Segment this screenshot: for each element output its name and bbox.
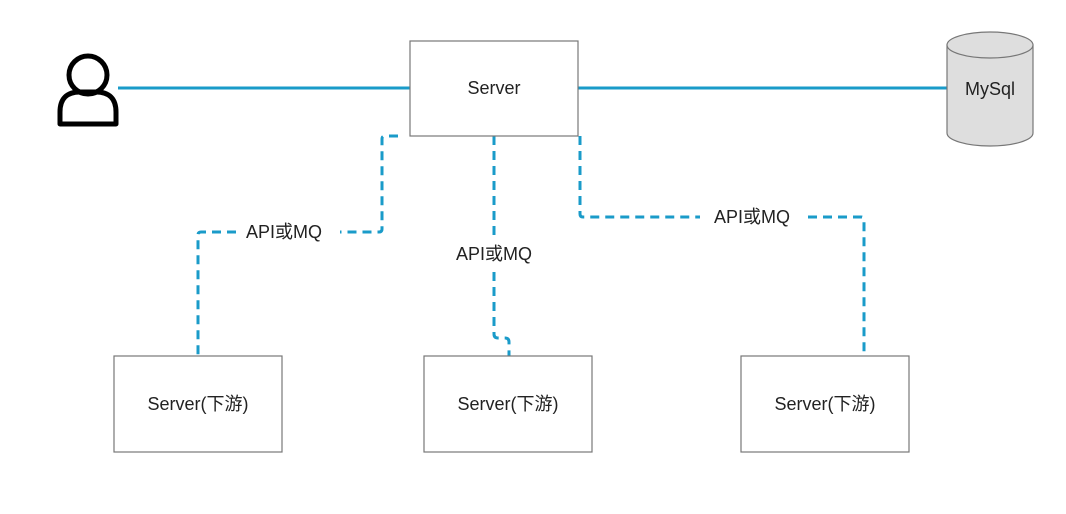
server-to-middle-downstream-edge-2 [492,272,511,356]
server-to-right-downstream-edge-2 [808,215,866,356]
downstream-node-left-label: Server(下游) [147,394,248,414]
user-icon [57,53,119,127]
mysql-database-icon [946,31,1034,147]
downstream-node-right-label: Server(下游) [774,394,875,414]
edge-label-middle: API或MQ [456,244,532,264]
downstream-node-right-box [740,355,910,453]
downstream-node-left-box [113,355,283,453]
server-to-left-downstream-edge [340,134,398,234]
server-node-label: Server [467,78,520,98]
edge-label-left: API或MQ [246,222,322,242]
edge-label-right: API或MQ [714,207,790,227]
server-node-box [409,40,579,137]
downstream-node-middle-box [423,355,593,453]
server-to-right-downstream-edge [578,136,700,219]
server-to-left-downstream-edge-2 [196,230,236,356]
database-label: MySql [965,79,1015,99]
downstream-node-middle-label: Server(下游) [457,394,558,414]
